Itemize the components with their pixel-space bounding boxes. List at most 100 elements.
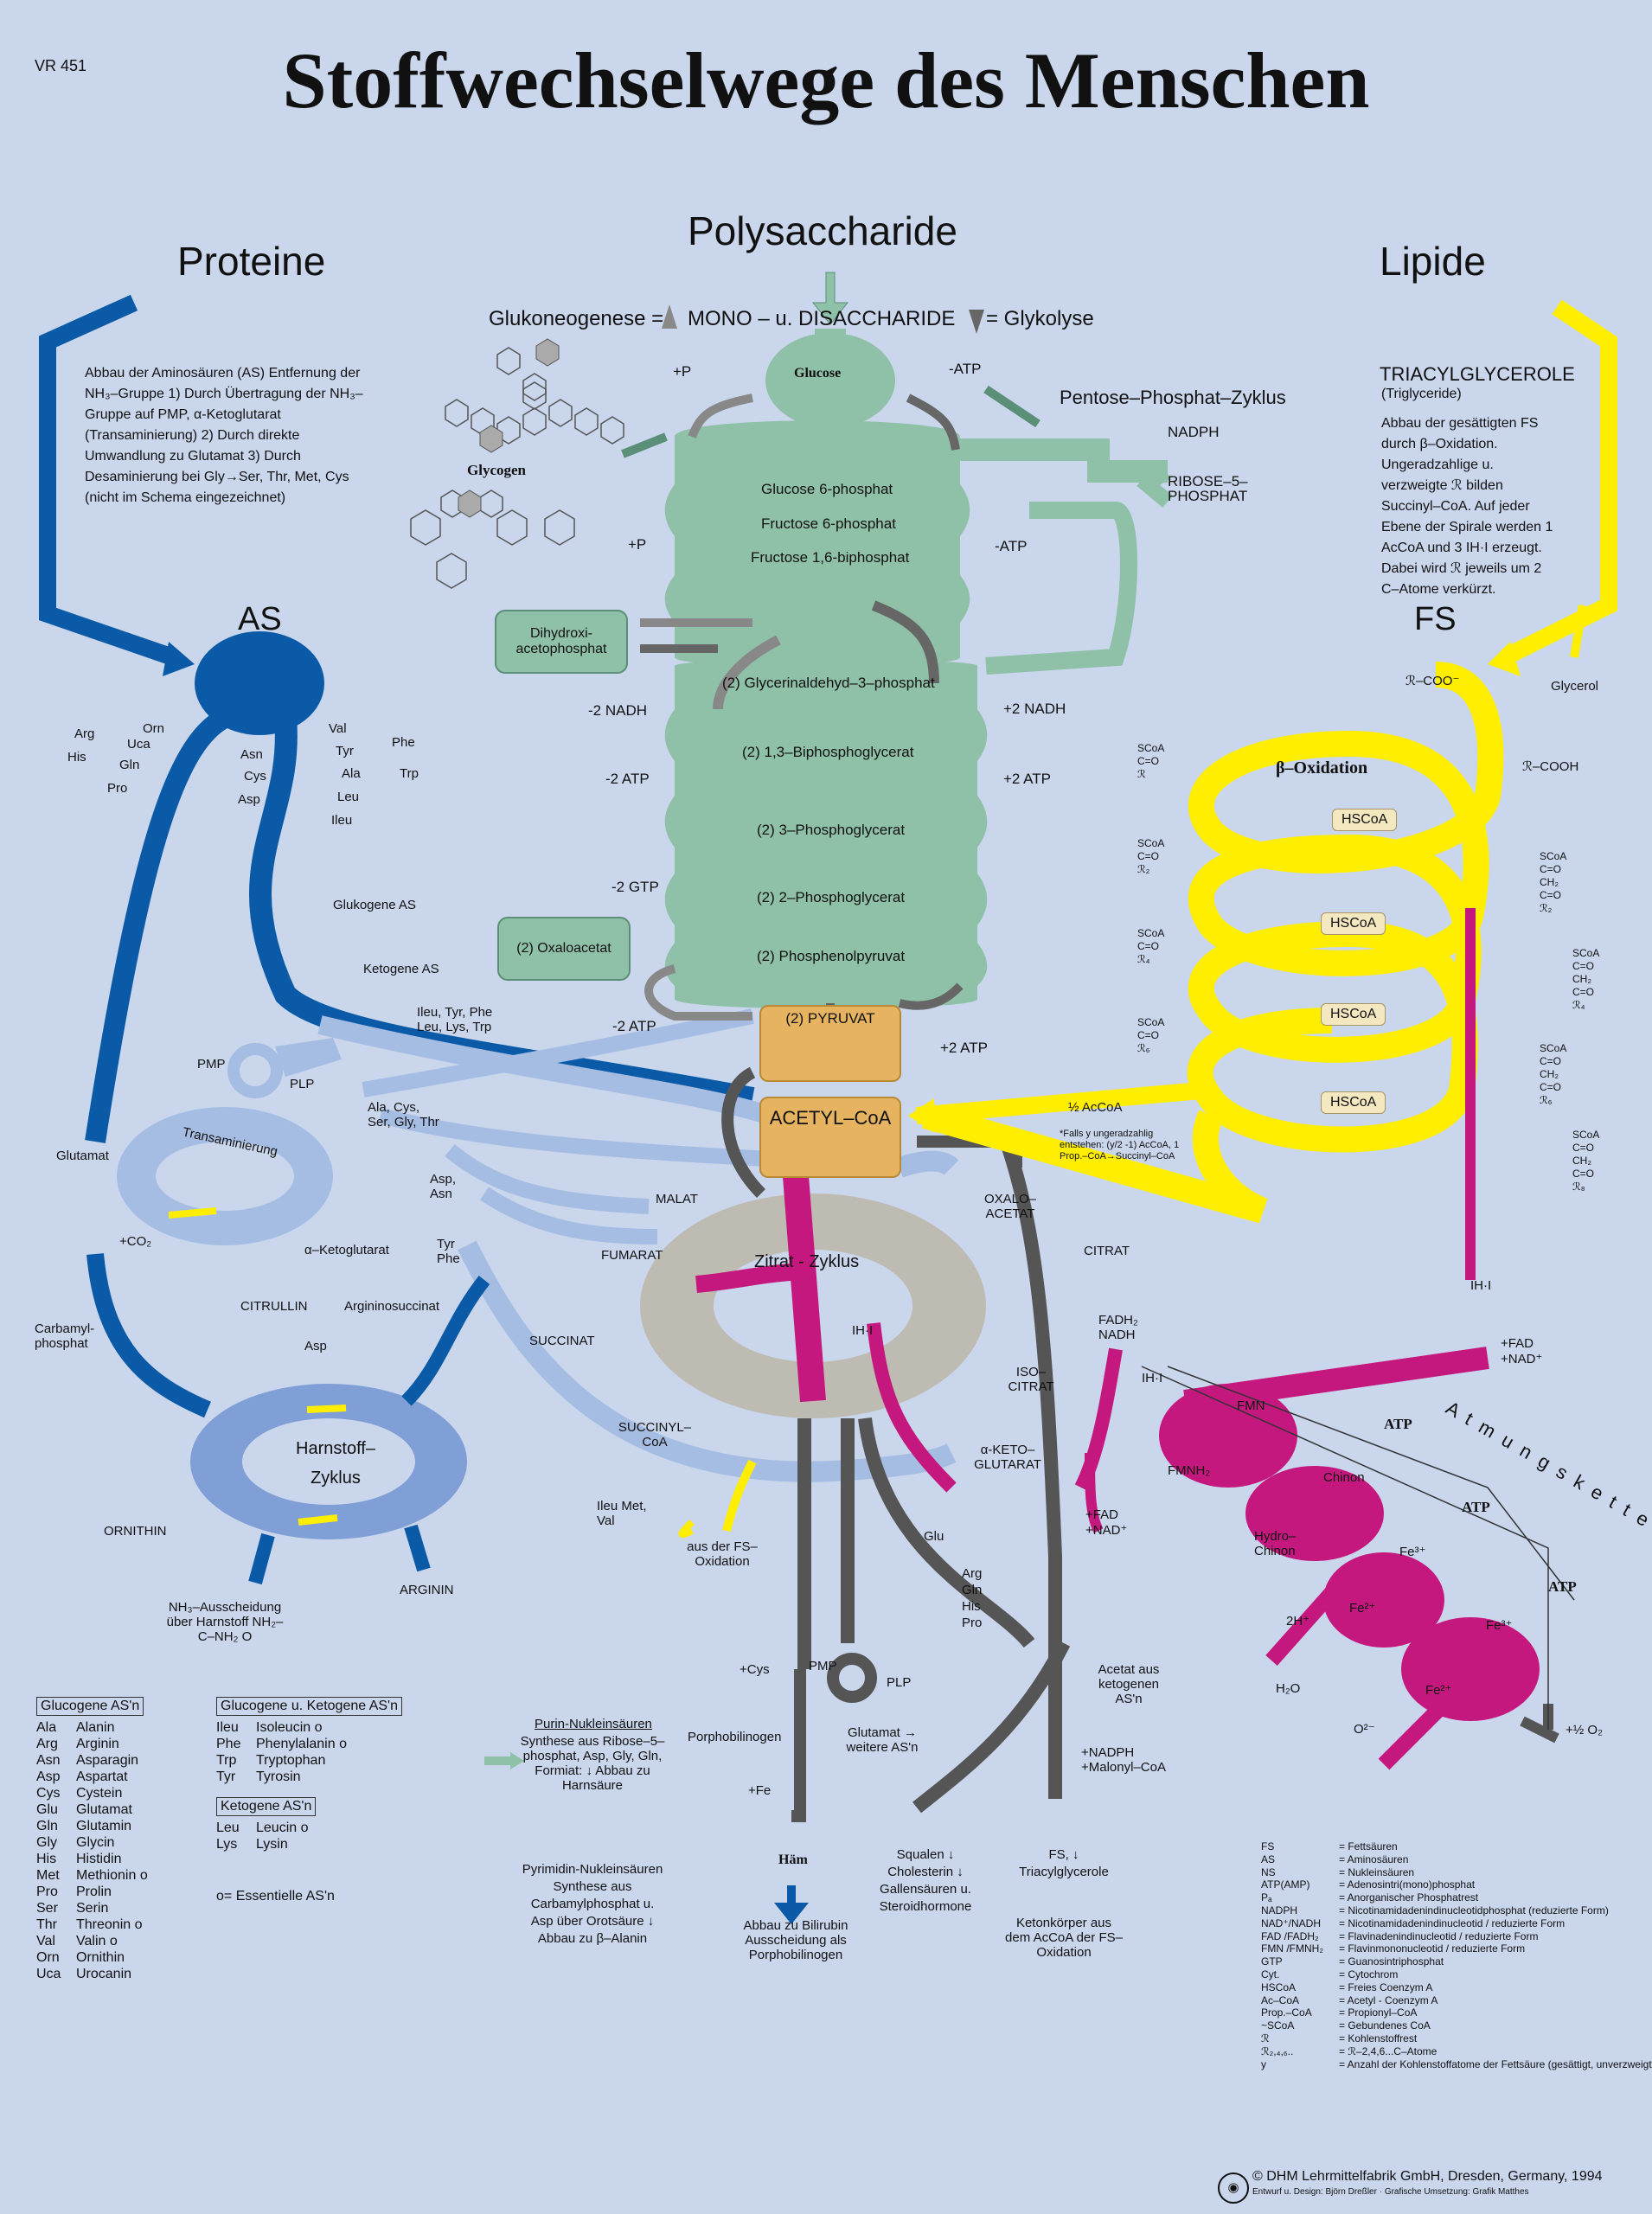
ketogene-as: Ketogene AS xyxy=(363,962,439,976)
purin-text: Synthese aus Ribose–5–phosphat, Asp, Gly… xyxy=(520,1734,665,1793)
abbr-meaning: = Aminosäuren xyxy=(1339,1852,1409,1865)
abbr-row: HSCoA= Freies Coenzym A xyxy=(1261,1981,1652,1994)
abbr-meaning: = Nicotinamidadenindinucleotidphosphat (… xyxy=(1339,1904,1609,1916)
atp-plus-2: +2 ATP xyxy=(940,1040,988,1056)
abbr-meaning: = Nicotinamidadenindinucleotid / reduzie… xyxy=(1339,1916,1566,1929)
copyright: © DHM Lehrmittelfabrik GmbH, Dresden, Ge… xyxy=(1252,2169,1603,2184)
glossary-abbrev: Lys xyxy=(216,1837,238,1852)
glossary-meaning: Methionin o xyxy=(76,1868,148,1883)
glucose-6-phosphat: Glucose 6-phosphat xyxy=(761,481,893,497)
aa-asn: Asn xyxy=(240,747,263,762)
chinon-label: Chinon xyxy=(1323,1470,1365,1485)
carbamylphosphat-label: Carbamyl- phosphat xyxy=(35,1321,95,1351)
haem-label: Häm xyxy=(778,1852,808,1867)
hscoa-tag-1: HSCoA xyxy=(1332,809,1398,831)
chain-right-4: SCoA C=O CH₂ C=O ℛ₈ xyxy=(1572,1129,1599,1193)
tca-ih: IH·I xyxy=(852,1323,874,1338)
purin-title: Purin-Nukleinsäuren xyxy=(535,1717,652,1731)
abbr-abbrev: Pₐ xyxy=(1261,1891,1272,1904)
aa-arg: Arg xyxy=(74,726,95,741)
glossary-abbrev: Pro xyxy=(36,1884,58,1899)
chain-right-1: SCoA C=O CH₂ C=O ℛ₂ xyxy=(1540,850,1566,914)
nh3-excretion: NH₃–Ausscheidung über Harnstoff NH₂–C–NH… xyxy=(166,1600,284,1644)
abbr-meaning: = Propionyl–CoA xyxy=(1339,2006,1418,2019)
glossary-abbrev: Met xyxy=(36,1868,60,1883)
footnote: *Falls y ungeradzahlig entstehen: (y/2 -… xyxy=(1060,1129,1180,1161)
pa-label-2: +P xyxy=(628,536,647,553)
glossary-row: Met Methionin o xyxy=(36,1867,148,1884)
asp-asn: Asp, Asn xyxy=(430,1172,457,1201)
pa-label-1: +P xyxy=(673,363,692,380)
glycolysis-upper-block xyxy=(664,420,970,668)
fe2-a: Fe²⁺ xyxy=(1349,1601,1376,1616)
dhap-label: Dihydroxi- acetophosphat xyxy=(515,626,607,656)
k-head: Ketogene AS'n xyxy=(216,1797,317,1816)
aus-fs-oxidation: aus der FS–Oxidation xyxy=(687,1539,758,1569)
glossary-abbrev: Ala xyxy=(36,1720,57,1735)
glossary-meaning: Histidin xyxy=(76,1852,122,1866)
glycerinaldehyd-3-phosphat: (2) Glycerinaldehyd–3–phosphat xyxy=(722,675,935,691)
poster-title: Stoffwechselwege des Menschen xyxy=(282,36,1370,125)
aa-uca: Uca xyxy=(127,737,150,752)
abbr-abbrev: Cyt. xyxy=(1261,1968,1280,1980)
gtp-minus: -2 GTP xyxy=(611,879,659,895)
ornithin-label: ORNITHIN xyxy=(104,1524,167,1539)
glossary-abbrev: Val xyxy=(36,1934,55,1948)
abbr-abbrev: NAD⁺/NADH xyxy=(1261,1916,1322,1929)
atp-label-1: -ATP xyxy=(949,361,982,377)
essential-note: o= Essentielle AS'n xyxy=(216,1889,335,1904)
glossary-meaning: Glutamin xyxy=(76,1819,132,1833)
ketogene-list: Ileu, Tyr, Phe Leu, Lys, Trp xyxy=(417,1005,493,1034)
fs-triacyl: FS, ↓ Triacylglycerole xyxy=(1019,1847,1109,1879)
r-coo-label: ℛ–COO⁻ xyxy=(1405,674,1460,688)
ribose-5-phosphat: RIBOSE–5– PHOSPHAT xyxy=(1168,473,1248,504)
abbr-row: Ac–CoA= Acetyl - Coenzym A xyxy=(1261,1994,1652,2007)
aa-leu: Leu xyxy=(337,790,360,804)
tca-fad-nad: +FAD +NAD⁺ xyxy=(1085,1507,1128,1538)
poster-code: VR 451 xyxy=(35,57,87,74)
tyr-phe: Tyr Phe xyxy=(437,1237,460,1266)
half-accoa: ½ AcCoA xyxy=(1068,1100,1123,1115)
abbr-row: y= Anzahl der Kohlenstoffatome der Fetts… xyxy=(1261,2058,1652,2071)
fe3-a: Fe³⁺ xyxy=(1399,1545,1426,1559)
fe2-b: Fe²⁺ xyxy=(1425,1683,1452,1698)
atp-resp-1: ATP xyxy=(1384,1416,1412,1432)
dhap-box: Dihydroxi- acetophosphat xyxy=(495,610,628,674)
abbr-meaning: = Gebundenes CoA xyxy=(1339,2019,1431,2032)
glossary-meaning: Aspartat xyxy=(76,1769,128,1784)
glossary-meaning: Prolin xyxy=(76,1884,112,1899)
pyrimidin-text: Pyrimidin-Nukleinsäuren Synthese aus Car… xyxy=(522,1862,663,1946)
abbr-row: ℛ₂,₄,₆..= ℛ–2,4,6...C–Atome xyxy=(1261,2045,1652,2058)
abbr-abbrev: ℛ xyxy=(1261,2032,1270,2044)
pmp-label: PMP xyxy=(197,1057,226,1072)
chain-left-1: SCoA C=O ℛ xyxy=(1137,742,1164,780)
glossary-meaning: Cystein xyxy=(76,1786,123,1801)
harnstoff-zyklus-label: Harnstoff– Zyklus xyxy=(296,1439,375,1488)
down-arrow-icon xyxy=(969,310,984,334)
ileu-met-val: Ileu Met, Val xyxy=(597,1499,647,1528)
co2-label: +CO₂ xyxy=(119,1234,152,1249)
abbr-meaning: = Anzahl der Kohlenstoffatome der Fettsä… xyxy=(1339,2057,1652,2070)
dhm-logo-icon: ◉ xyxy=(1218,2172,1249,2204)
abbr-row: ~SCoA= Gebundenes CoA xyxy=(1261,2019,1652,2032)
glossary-abbrev: Asn xyxy=(36,1753,61,1768)
atp-minus: -2 ATP xyxy=(605,771,650,787)
aa-val: Val xyxy=(329,721,347,736)
glossary-meaning: Urocanin xyxy=(76,1967,132,1981)
glossary-meaning: Arginin xyxy=(76,1737,119,1751)
glossary-abbrev: Ileu xyxy=(216,1720,239,1735)
abbr-row: Prop.–CoA= Propionyl–CoA xyxy=(1261,2006,1652,2019)
gk-head: Glucogene u. Ketogene AS'n xyxy=(216,1697,402,1716)
atp-plus: +2 ATP xyxy=(1003,771,1051,787)
aa-cys: Cys xyxy=(244,769,266,784)
2-phosphoglycerat: (2) 2–Phosphoglycerat xyxy=(757,889,906,905)
haem-text: Abbau zu Bilirubin Ausscheidung als Porp… xyxy=(743,1918,848,1962)
